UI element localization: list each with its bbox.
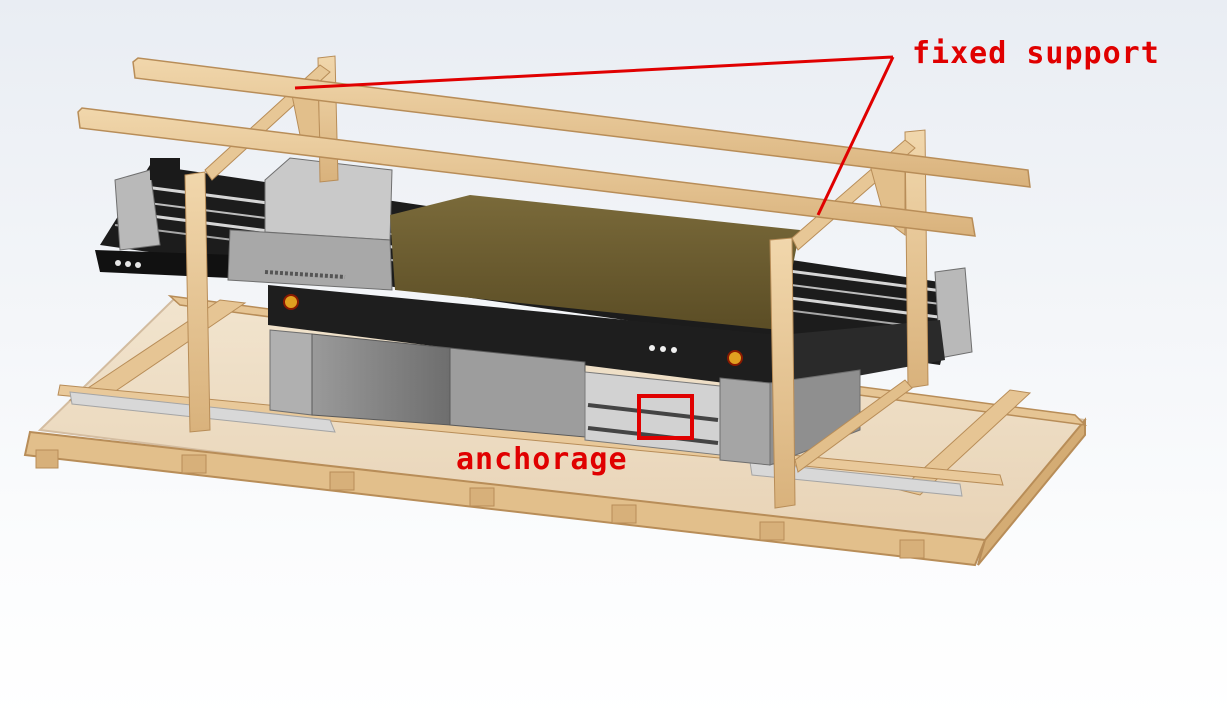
fixed-support-leader-left	[294, 55, 894, 90]
panel-button	[135, 262, 141, 268]
lower-frame-bar	[587, 426, 719, 445]
pallet-right-beam	[977, 417, 1086, 566]
pallet-foot	[329, 471, 355, 491]
right-lower-brace	[794, 379, 913, 473]
print-bed	[390, 195, 800, 330]
panel-button	[125, 261, 131, 267]
pallet-foot	[181, 454, 207, 474]
fixed-support-frame	[77, 55, 1031, 509]
pallet-foot	[759, 521, 785, 541]
right-front-post	[769, 237, 796, 509]
lower-frame-bar	[587, 403, 719, 422]
indicator-light	[660, 346, 666, 352]
annotation-marks	[294, 55, 895, 440]
print-carriage-body	[227, 229, 393, 291]
left-leg	[269, 329, 313, 416]
pallet-foot	[469, 487, 495, 507]
front-top-beam	[77, 107, 976, 237]
fixed-support-leader-right	[816, 56, 895, 216]
print-carriage-top	[264, 157, 393, 241]
rear-top-beam	[132, 57, 1031, 188]
anchorage-highlight-box	[637, 394, 694, 440]
right-leg	[719, 377, 771, 466]
left-handle	[150, 158, 180, 180]
pallet-foot	[611, 504, 637, 524]
cabinet-panel	[449, 347, 586, 438]
emergency-stop-left	[283, 294, 299, 310]
pallet-foot	[899, 539, 925, 559]
pallet-front-beam	[23, 430, 987, 567]
right-rear-post	[904, 129, 929, 389]
indicator-light	[671, 347, 677, 353]
indicator-light	[649, 345, 655, 351]
emergency-stop-right	[727, 350, 743, 366]
table-front-band	[268, 285, 780, 390]
panel-button	[115, 260, 121, 266]
carriage-vent	[264, 270, 346, 279]
fixed-support-label: fixed support	[912, 36, 1160, 71]
pallet-rail-right	[749, 461, 963, 497]
flatbed-printer	[95, 157, 973, 466]
left-end-cap	[114, 169, 161, 251]
table-right-band	[780, 320, 945, 390]
anchorage-label: anchorage	[456, 442, 628, 477]
pallet-foot	[35, 449, 59, 469]
left-front-post	[184, 171, 211, 433]
cabinet-panel	[311, 333, 451, 426]
